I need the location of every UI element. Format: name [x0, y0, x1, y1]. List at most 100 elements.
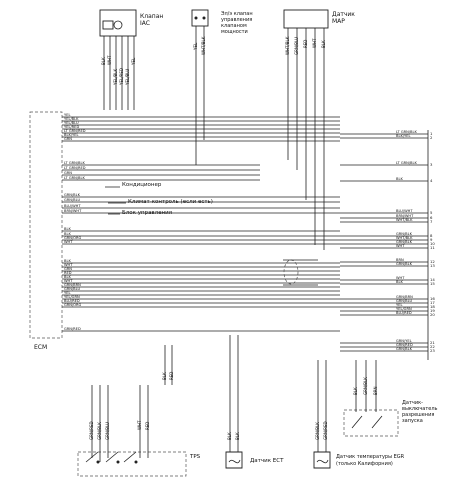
ecm-wire-label: GRN/BLU [64, 287, 80, 291]
ecm-wire-label: BRN/WHT [64, 209, 82, 213]
connector-wire-label: WHT [396, 244, 405, 248]
iac-wire-label: WHT [107, 55, 112, 65]
ecm-wire-label: YEL [64, 113, 70, 117]
connector-wire-label: GRN/BLK [396, 232, 413, 236]
iac-wire-label: YEL [131, 57, 136, 66]
harness-wires [62, 116, 428, 352]
iac-wire-labels: BLK WHT YEL/BLK YEL/RED YEL/BLU YEL [101, 55, 136, 86]
iac-valve: Клапан IAC [99, 9, 163, 37]
pin-number: 4 [430, 178, 433, 183]
switch-label-1: Датчик- [402, 400, 423, 406]
ecm-wire-label: LT GRN/BLK [64, 176, 85, 180]
connector-wire-label: YEL [396, 303, 402, 307]
ecm-wire-label: GRN/BRN [64, 283, 81, 287]
ecm-wire-label: GRN [64, 171, 72, 175]
connector-wire-label: WHT/BLK [396, 236, 413, 240]
ecm-wire-label: GRN [64, 137, 72, 141]
ecm-label: ECM [34, 344, 47, 351]
pin-number: 1 [430, 131, 433, 136]
purge-label-3: клапаном [221, 23, 247, 29]
ecm-wire-label: BLU/WHT [64, 204, 81, 208]
egr-wire-label: GRN/BLK [315, 422, 320, 440]
ecm-wire-label: BLK [64, 259, 71, 263]
map-wire-label: BLK [321, 40, 326, 48]
ecm-wire-label: GRN/ORG [64, 236, 82, 240]
mid-wire-label: RED [169, 372, 174, 380]
switch-label-4: запуска [402, 418, 423, 424]
switch-wire-label: BRN [373, 386, 378, 395]
connector-wire-label: GRN/BLK [396, 262, 413, 266]
ac-label: Кондиционер [122, 182, 162, 188]
ecm-wire-label: LT GRN/BLK [64, 161, 85, 165]
tps-wire-label: RED [145, 422, 150, 430]
ecm-wire-label: YEL [64, 291, 70, 295]
ect-wire-label: BLK [227, 432, 232, 440]
map-sensor: Датчик MAP [283, 9, 355, 29]
control-unit-label: Блок управления [122, 210, 172, 216]
pin-number: 23 [430, 348, 435, 353]
map-label-1: Датчик [332, 11, 355, 18]
shield-splice: BLK RED [162, 259, 318, 385]
pin-number: 6 [430, 215, 433, 220]
ecm-wire-label: GRN/BLU [64, 198, 80, 202]
iac-wire-label: YEL/RED [119, 68, 124, 86]
connector-wire-label: GRN/RED [396, 343, 413, 347]
ecm-wire-label: BLK/YEL [64, 133, 79, 137]
purge-valve: Эл/э клапан управления клапаном мощности [191, 9, 253, 35]
connector-wire-label: WHT [396, 276, 405, 280]
ecm-wire-label: BLU/RED [64, 299, 80, 303]
ecm-wire-label: BLK [64, 227, 71, 231]
pin-number: 11 [430, 245, 435, 250]
connector-wire-label: BRN/WHT [396, 214, 414, 218]
ecm-wire-label: YEL/BLK [64, 117, 79, 121]
map-label-2: MAP [332, 18, 345, 25]
connector-wire-label: LT GRN/BLK [396, 161, 417, 165]
ect-sensor: Датчик ECT BLK BLK [225, 335, 284, 469]
egr-label-1: Датчик температуры EGR [336, 454, 405, 460]
pin-number: 19 [430, 308, 435, 313]
tps: TPS GRN/RED GRN/BLK GRN/BLU WHT RED [77, 385, 201, 477]
pin-number: 20 [430, 312, 435, 317]
map-wire-label: GRN/BLU [294, 37, 299, 55]
iac-label-1: Клапан [140, 13, 163, 20]
ecm-wire-label: LT GRN/RED [64, 129, 86, 133]
purge-label-4: мощности [221, 29, 248, 35]
ecm-box: ECM [29, 111, 63, 351]
egr-label-2: (только Калифорния) [336, 461, 393, 467]
connector-wire-label: BLU/WHT [396, 209, 413, 213]
pin-number: 14 [430, 277, 435, 282]
pin-number: 7 [430, 219, 433, 224]
ecm-wire-label: WHT [64, 263, 73, 267]
connector-wire-label: BRN [396, 258, 404, 262]
purge-label-1: Эл/э клапан [221, 11, 253, 17]
purge-wire-label: YEL [193, 42, 198, 51]
ecm-wire-label: LT GRN/RED [64, 166, 86, 170]
ecm-wire-label: BLK [64, 232, 71, 236]
connector-wire-label: BLU/RED [396, 311, 412, 315]
top-vertical-wires [103, 26, 325, 250]
ecm-wire-label: YEL/RED [64, 125, 79, 129]
ect-wire-label: BLK [235, 432, 240, 440]
pin-number: 9 [430, 237, 433, 242]
ecm-wire-label: WHT [64, 240, 73, 244]
map-wire-labels: WHT/BLK GRN/BLU RED WHT BLK [285, 36, 326, 55]
ect-label: Датчик ECT [250, 458, 284, 464]
switch-wire-label: BLK [353, 387, 358, 395]
connector-wire-label: GRN/BRN [396, 295, 413, 299]
tps-wire-label: GRN/BLK [97, 422, 102, 440]
connector-wire-label: LT GRN/BLK [396, 130, 417, 134]
pin-number: 15 [430, 281, 435, 286]
purge-label-2: управления [221, 17, 252, 23]
arrow-leads [105, 186, 126, 215]
purge-wire-label: WHT/BLK [201, 36, 206, 55]
start-switch: Датчик- выключатель разрешения запуска B… [343, 360, 438, 437]
map-wire-label: WHT [312, 38, 317, 48]
switch-wire-label: GRN/BLK [363, 377, 368, 395]
tps-label: TPS [189, 454, 201, 460]
connector-wire-label: GRN/BLU [396, 299, 412, 303]
switch-label-3: разрешения [402, 412, 434, 418]
switch-label-2: выключатель [402, 406, 438, 412]
